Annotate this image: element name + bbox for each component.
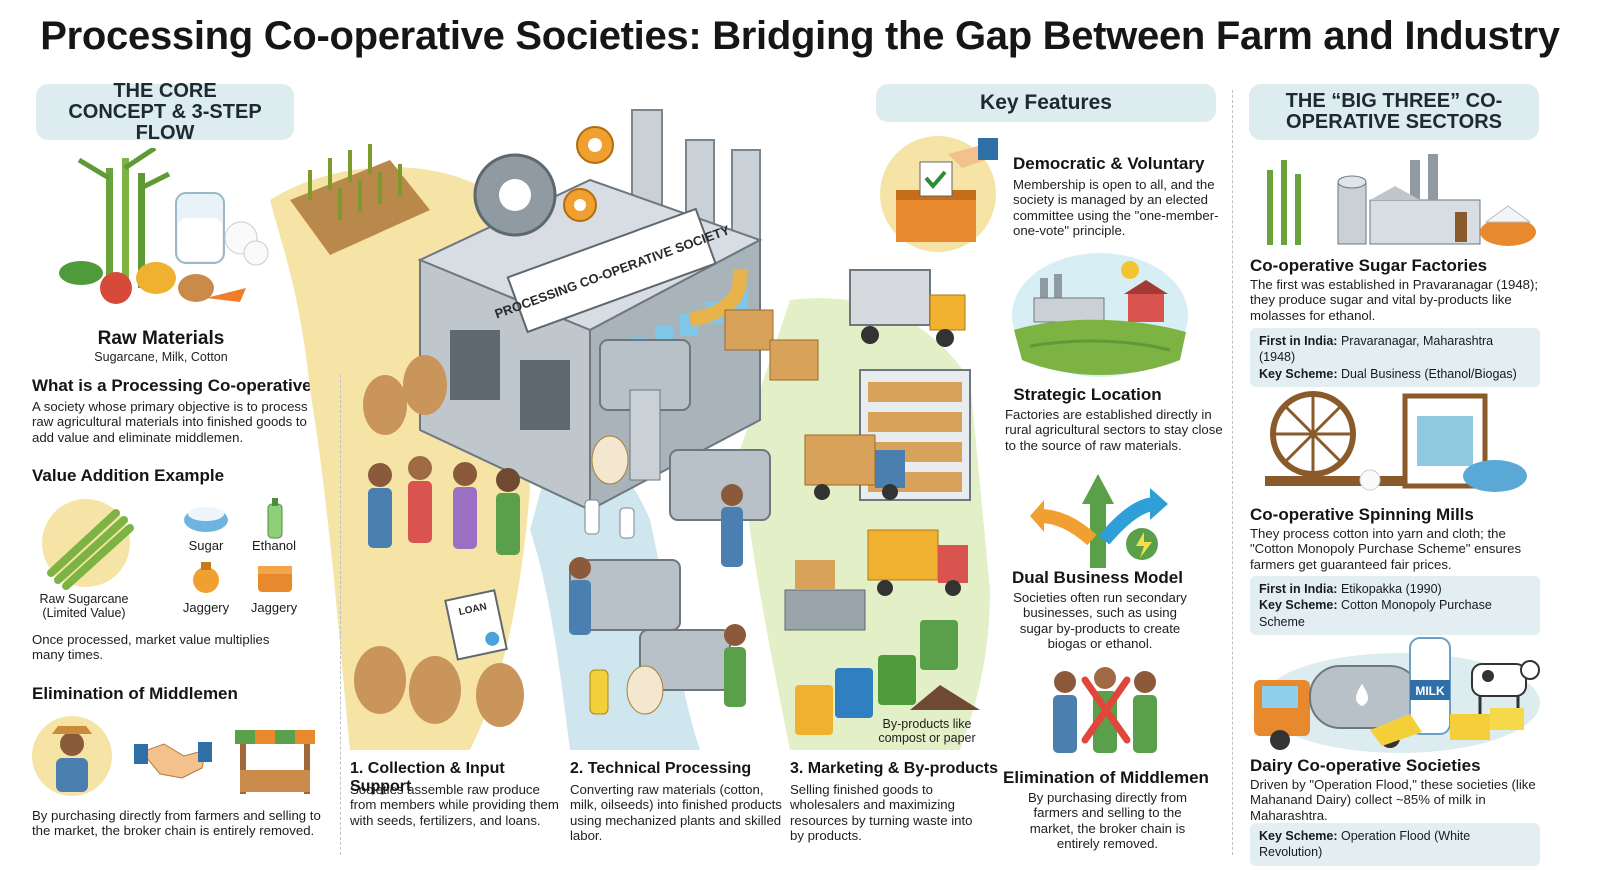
sector-info-box: First in India: Etikopakka (1990) Key Sc… [1250, 576, 1540, 635]
produce-sack-icon [354, 646, 524, 727]
milk-bottle-icon [584, 499, 635, 539]
recycling-bins-icon [795, 620, 980, 735]
gear-icon [473, 153, 557, 237]
raw-materials-title: Raw Materials [97, 328, 225, 349]
elimination-title: Elimination of Middlemen [32, 684, 238, 703]
core-concept-header: THE CORE CONCEPT & 3-STEP FLOW [36, 80, 294, 143]
feature-text: By purchasing directly from farmers and … [1027, 790, 1188, 852]
farmers-no-middleman-icon [1053, 667, 1157, 753]
split-arrows-icon [1030, 474, 1168, 568]
oil-bottle-icon [589, 669, 609, 715]
sector-text: The first was established in Pravaranaga… [1250, 277, 1539, 323]
feature-text: Factories are established directly in ru… [1005, 407, 1223, 453]
step-title: 2. Technical Processing [570, 760, 752, 777]
yarn-spool-icon [591, 435, 664, 715]
feature-title: Democratic & Voluntary [1013, 154, 1205, 173]
sector-info-box: First in India: Pravaranagar, Maharashtr… [1250, 328, 1540, 387]
vegetables-icon [59, 261, 246, 304]
feature-text: Membership is open to all, and the socie… [1013, 177, 1219, 239]
sugarcane-icon [77, 148, 171, 288]
page-title: Processing Co-operative Societies: Bridg… [40, 14, 1560, 58]
product-label: Jaggery [182, 600, 230, 615]
spinning-mill-icon [1265, 391, 1527, 492]
processing-machine-icon [569, 269, 771, 691]
value-addition-title: Value Addition Example [32, 466, 225, 485]
product-label: Sugar [188, 538, 224, 553]
rural-landscape-icon [1012, 253, 1188, 377]
step-title: 1. Collection & Input Support [350, 760, 505, 795]
truck-icon [849, 269, 966, 347]
step-text: Selling finished goods to wholesalers an… [790, 782, 973, 844]
raw-sugarcane-label: Raw Sugarcane (Limited Value) [39, 592, 129, 621]
divider [340, 375, 341, 855]
big-three-header: THE “BIG THREE” CO-OPERATIVE SECTORS [1249, 84, 1539, 140]
gear-icon [576, 126, 614, 164]
value-addition-text: Once processed, market value multiplies … [32, 632, 270, 663]
what-is-text: A society whose primary objective is to … [32, 399, 308, 445]
sector-text: Driven by "Operation Flood," these socie… [1250, 777, 1536, 823]
cow-icon [1471, 660, 1540, 716]
sector-info-box: Key Scheme: Operation Flood (White Revol… [1250, 823, 1540, 866]
cardboard-box-icon [724, 309, 819, 381]
step-text: Societies assemble raw produce from memb… [350, 782, 559, 828]
raw-materials-illustration [59, 148, 269, 304]
jaggery-jar-icon [193, 562, 219, 593]
elimination-text: By purchasing directly from farmers and … [32, 808, 321, 839]
market-stall-icon [235, 730, 315, 794]
truck-icon [867, 529, 968, 596]
milk-bottle-icon: MILK [1409, 637, 1451, 735]
sugar-bowl-icon [184, 507, 228, 532]
sector-title: Dairy Co-operative Societies [1250, 756, 1481, 775]
jaggery-block-icon [258, 566, 292, 592]
dairy-icon: MILK [1254, 637, 1540, 753]
value-addition-illustration [42, 498, 292, 593]
sector-title: Co-operative Spinning Mills [1250, 505, 1474, 524]
feature-title: Strategic Location [1013, 385, 1162, 404]
produce-sack-icon [363, 355, 447, 435]
product-label: Ethanol [251, 538, 297, 553]
workers-icon [569, 484, 746, 707]
ethanol-bottle-icon [267, 498, 283, 539]
sector-text: They process cotton into yarn and cloth;… [1250, 526, 1522, 572]
raw-materials-subtitle: Sugarcane, Milk, Cotton [94, 350, 228, 364]
truck-icon [804, 434, 905, 500]
cotton-icon [224, 221, 269, 266]
cart-icon [784, 560, 866, 631]
feature-title: Dual Business Model [1012, 568, 1183, 587]
step-title: 3. Marketing & By-products [790, 760, 999, 777]
cross-icon [1081, 676, 1131, 744]
what-is-title: What is a Processing Co-operative? [32, 376, 323, 395]
milk-jug-icon [175, 192, 225, 264]
svg-text:MILK: MILK [1415, 684, 1445, 698]
handshake-icon [134, 742, 212, 779]
step-text: Converting raw materials (cotton, milk, … [570, 782, 782, 844]
ballot-box-icon [880, 136, 998, 252]
feature-text: Societies often run secondary businesses… [1013, 590, 1187, 652]
crop-field-icon [290, 144, 430, 255]
product-label: Jaggery [250, 600, 298, 615]
key-features-header: Key Features [876, 84, 1216, 122]
feature-title: Elimination of Middlemen [1003, 768, 1209, 787]
divider [1232, 90, 1233, 855]
gear-icon [563, 188, 597, 222]
byproducts-label: By-products like compost or paper [878, 717, 976, 746]
sector-title: Co-operative Sugar Factories [1250, 256, 1488, 275]
loan-document-icon: LOAN [444, 589, 508, 661]
farmers-group-icon [368, 456, 520, 555]
factory-flow-illustration: PROCESSING CO-OPERATIVE SOCIETY LOAN [270, 109, 990, 751]
sugar-factory-icon [1267, 154, 1536, 246]
cheese-icon [1370, 708, 1524, 746]
elimination-illustration [32, 716, 315, 796]
